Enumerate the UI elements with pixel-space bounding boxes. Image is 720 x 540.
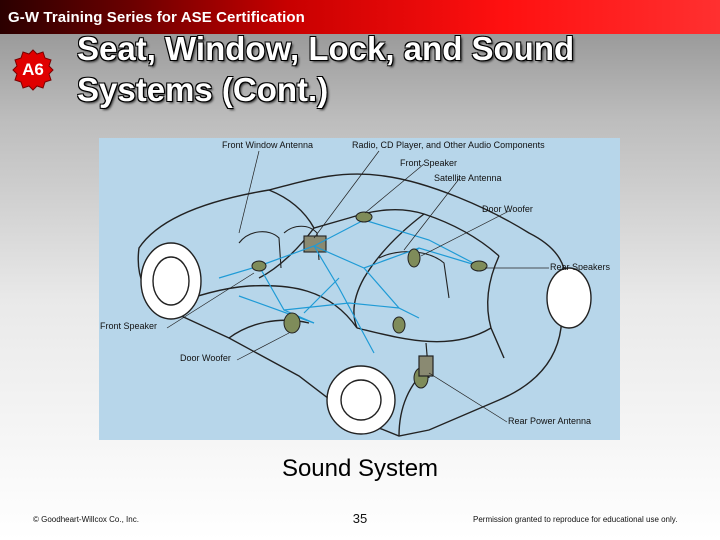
a6-badge-icon bbox=[12, 49, 54, 91]
page-number: 35 bbox=[352, 511, 368, 526]
slide-title-line1: Seat, Window, Lock, and Sound bbox=[77, 30, 575, 67]
slide-title: Seat, Window, Lock, and Sound Systems (C… bbox=[77, 28, 697, 110]
slide-title-line2: Systems (Cont.) bbox=[77, 71, 329, 108]
badge-label: A6 bbox=[22, 60, 44, 79]
label-rear-speakers: Rear Speakers bbox=[550, 262, 611, 272]
sound-system-diagram: Front Window Antenna Radio, CD Player, a… bbox=[99, 138, 620, 440]
series-title: G-W Training Series for ASE Certificatio… bbox=[8, 9, 305, 26]
label-front-speaker-top: Front Speaker bbox=[400, 158, 458, 168]
copyright-text: © Goodheart-Willcox Co., Inc. bbox=[33, 515, 139, 524]
label-radio-cd-player: Radio, CD Player, and Other Audio Compon… bbox=[352, 140, 545, 150]
label-door-woofer-top: Door Woofer bbox=[482, 204, 533, 214]
permission-text: Permission granted to reproduce for educ… bbox=[473, 515, 678, 524]
series-banner bbox=[0, 0, 720, 34]
label-rear-power-antenna: Rear Power Antenna bbox=[508, 416, 592, 426]
label-front-window-antenna: Front Window Antenna bbox=[222, 140, 314, 150]
diagram-caption: Sound System bbox=[281, 455, 439, 482]
label-satellite-antenna: Satellite Antenna bbox=[434, 173, 502, 183]
label-front-speaker-left: Front Speaker bbox=[100, 321, 158, 331]
label-door-woofer-left: Door Woofer bbox=[180, 353, 231, 363]
car-illustration bbox=[137, 150, 592, 437]
